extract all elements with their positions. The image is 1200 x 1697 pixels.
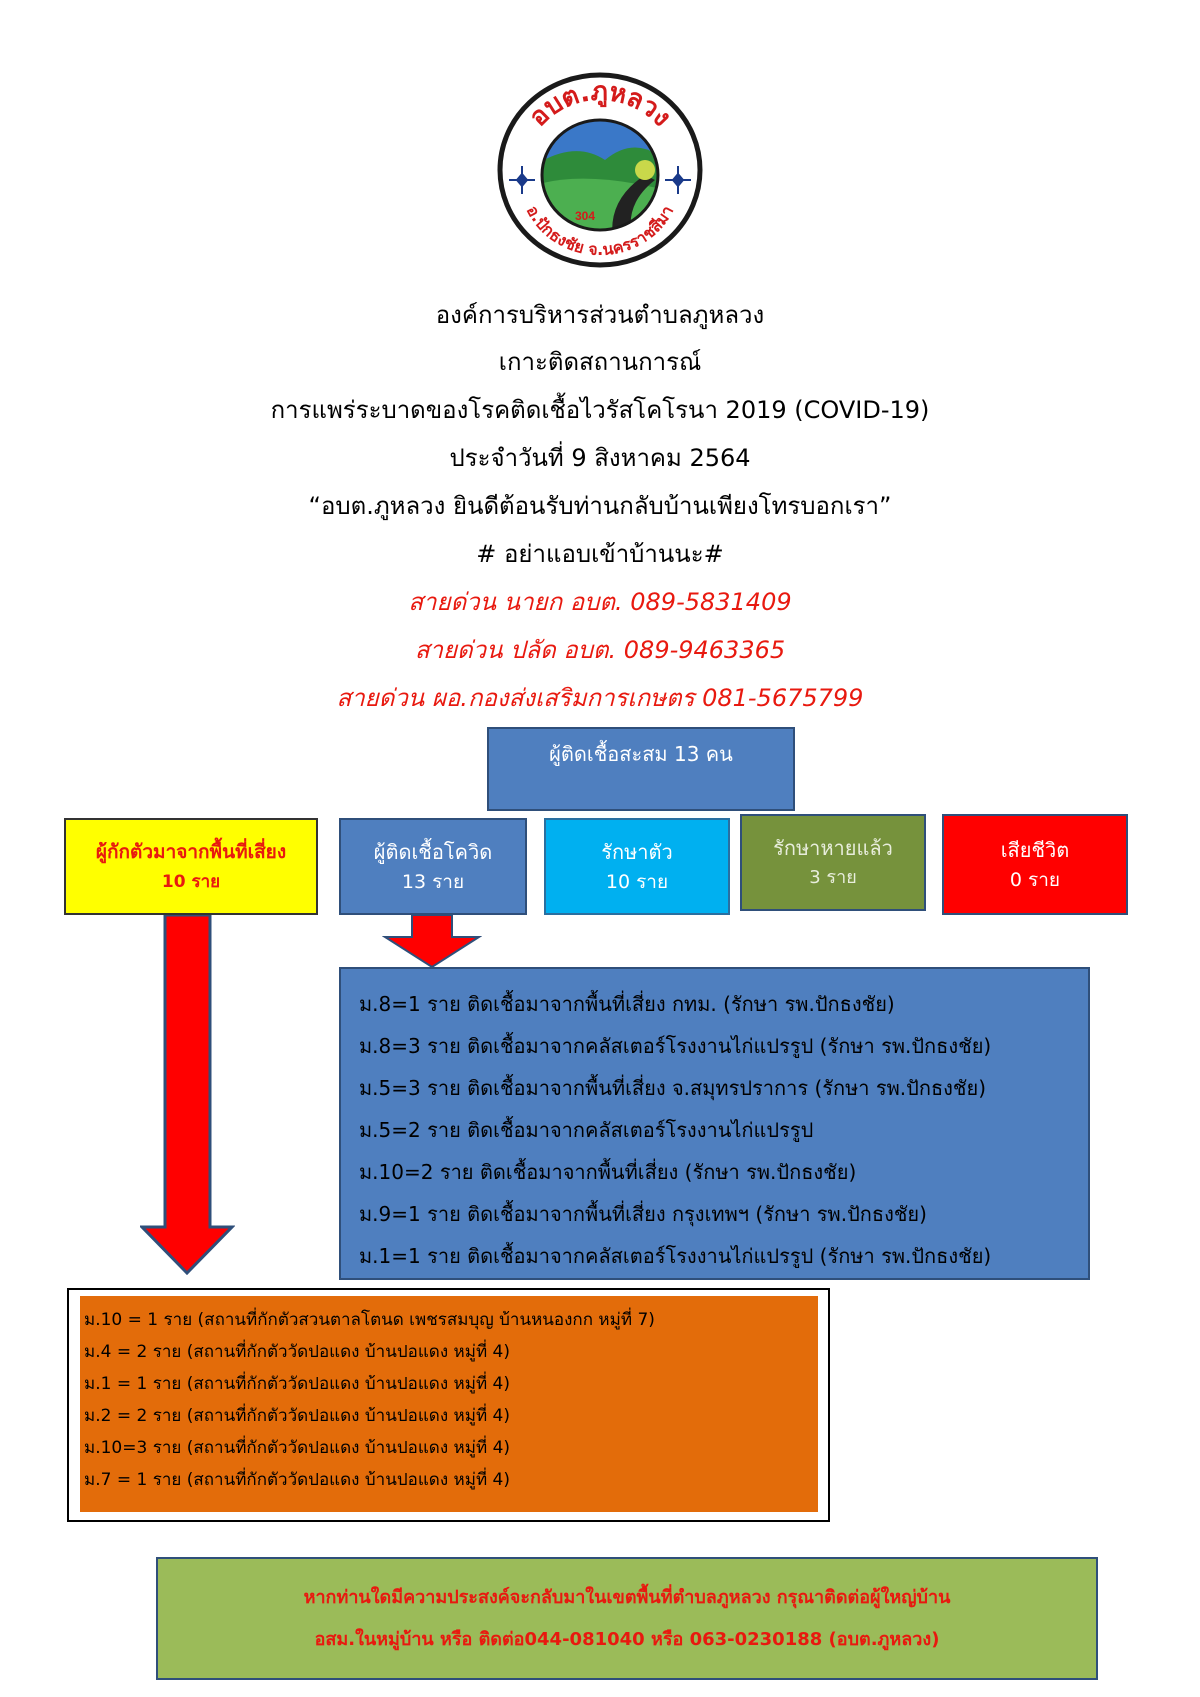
hotline-mayor: สายด่วน นายก อบต. 089-5831409 <box>408 588 792 616</box>
down-arrow-quarantine <box>140 915 235 1275</box>
hotline-clerk: สายด่วน ปลัด อบต. 089-9463365 <box>414 636 786 664</box>
treating-box: รักษาตัว 10 ราย <box>544 818 730 915</box>
total-cases-label: ผู้ติดเชื้อสะสม 13 คน <box>549 742 733 766</box>
quarantine-detail-row: ม.4 = 2 ราย (สถานที่กักตัววัดปอแดง บ้านป… <box>84 1342 511 1362</box>
quarantine-box: ผู้กักตัวมาจากพื้นที่เสี่ยง 10 ราย <box>64 818 318 915</box>
infected-detail-row: ม.8=3 ราย ติดเชื้อมาจากคลัสเตอร์โรงงานไก… <box>359 1034 992 1058</box>
infected-detail-row: ม.10=2 ราย ติดเชื้อมาจากพื้นที่เสี่ยง (ร… <box>359 1160 857 1184</box>
quarantine-details-box: ม.10 = 1 ราย (สถานที่กักตัวสวนตาลโตนด เพ… <box>80 1296 818 1512</box>
quarantine-detail-row: ม.2 = 2 ราย (สถานที่กักตัววัดปอแดง บ้านป… <box>84 1406 511 1426</box>
road-number: 304 <box>575 209 595 223</box>
treating-value: 10 ราย <box>605 870 669 893</box>
infected-label: ผู้ติดเชื้อโควิด <box>373 839 493 864</box>
seal-logo: 304 อบต.ภูหลวง อ.ปักธงชัย จ.นครราชสีมา <box>497 72 703 268</box>
deaths-label: เสียชีวิต <box>1000 837 1070 862</box>
quarantine-value: 10 ราย <box>161 871 221 892</box>
total-cases-box: ผู้ติดเชื้อสะสม 13 คน <box>487 727 795 811</box>
treating-label: รักษาตัว <box>601 839 673 864</box>
footer-line-1: หากท่านใดมีความประสงค์จะกลับมาในเขตพื้นท… <box>303 1586 951 1608</box>
hotline-agriculture: สายด่วน ผอ.กองส่งเสริมการเกษตร 081-56757… <box>336 684 864 712</box>
quarantine-detail-row: ม.10 = 1 ราย (สถานที่กักตัวสวนตาลโตนด เพ… <box>84 1310 655 1330</box>
deaths-value: 0 ราย <box>1009 868 1061 891</box>
header-line-3: การแพร่ระบาดของโรคติดเชื้อไวรัสโคโรนา 20… <box>270 396 930 424</box>
down-arrow-infected <box>382 915 482 969</box>
org-name: องค์การบริหารส่วนตำบลภูหลวง <box>435 301 765 329</box>
recovered-box: รักษาหายแล้ว 3 ราย <box>740 814 926 911</box>
contact-footer-box: หากท่านใดมีความประสงค์จะกลับมาในเขตพื้นท… <box>156 1557 1098 1680</box>
infected-box: ผู้ติดเชื้อโควิด 13 ราย <box>339 818 527 915</box>
report-date: ประจำวันที่ 9 สิงหาคม 2564 <box>449 444 751 472</box>
infected-detail-row: ม.1=1 ราย ติดเชื้อมาจากคลัสเตอร์โรงงานไก… <box>359 1244 992 1268</box>
header-line-2: เกาะติดสถานการณ์ <box>498 348 702 376</box>
infected-detail-row: ม.9=1 ราย ติดเชื้อมาจากพื้นที่เสี่ยง กรุ… <box>359 1202 927 1226</box>
infected-value: 13 ราย <box>401 870 465 893</box>
infected-details-box: ม.8=1 ราย ติดเชื้อมาจากพื้นที่เสี่ยง กทม… <box>339 967 1090 1280</box>
quarantine-detail-row: ม.1 = 1 ราย (สถานที่กักตัววัดปอแดง บ้านป… <box>84 1374 511 1394</box>
quarantine-label: ผู้กักตัวมาจากพื้นที่เสี่ยง <box>95 840 287 863</box>
quarantine-detail-row: ม.10=3 ราย (สถานที่กักตัววัดปอแดง บ้านปอ… <box>84 1438 511 1458</box>
footer-line-2: อสม.ในหมู่บ้าน หรือ ติดต่อ044-081040 หรื… <box>314 1628 940 1650</box>
infected-detail-row: ม.5=2 ราย ติดเชื้อมาจากคลัสเตอร์โรงงานไก… <box>359 1118 814 1142</box>
recovered-value: 3 ราย <box>809 866 857 888</box>
star-icon <box>509 166 535 194</box>
deaths-box: เสียชีวิต 0 ราย <box>942 814 1128 915</box>
recovered-label: รักษาหายแล้ว <box>773 835 893 860</box>
star-icon <box>665 166 691 194</box>
infected-detail-row: ม.5=3 ราย ติดเชื้อมาจากพื้นที่เสี่ยง จ.ส… <box>359 1076 987 1100</box>
slogan: “อบต.ภูหลวง ยินดีต้อนรับท่านกลับบ้านเพีย… <box>308 492 892 520</box>
tagline: # อย่าแอบเข้าบ้านนะ# <box>476 540 724 568</box>
quarantine-detail-row: ม.7 = 1 ราย (สถานที่กักตัววัดปอแดง บ้านป… <box>84 1470 511 1490</box>
infected-detail-row: ม.8=1 ราย ติดเชื้อมาจากพื้นที่เสี่ยง กทม… <box>359 992 895 1016</box>
